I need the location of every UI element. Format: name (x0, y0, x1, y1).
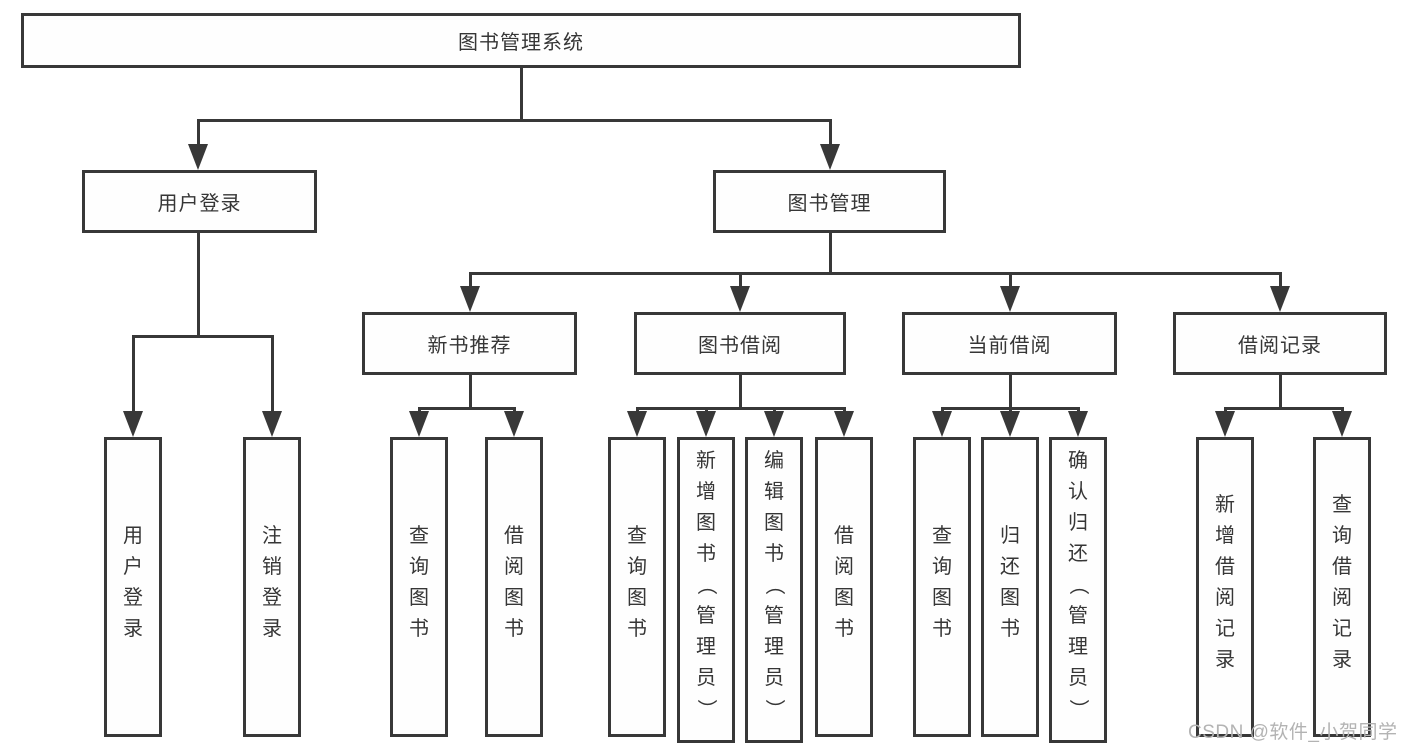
connector-stem-new-book (469, 272, 472, 290)
arrowhead-down-icon (1000, 411, 1020, 437)
connector-new-book-split (418, 407, 516, 410)
leaf-edit-books-admin: 编辑图书（管理员） (745, 437, 803, 743)
arrowhead-down-icon (262, 411, 282, 437)
connector-user-login-trunk (197, 231, 200, 338)
leaf-user-login: 用户登录 (104, 437, 162, 737)
leaf-add-borrow-record: 新增借阅记录 (1196, 437, 1254, 737)
node-borrow-records: 借阅记录 (1173, 312, 1387, 375)
arrowhead-down-icon (834, 411, 854, 437)
node-library-management-system: 图书管理系统 (21, 13, 1021, 68)
arrowhead-down-icon (504, 411, 524, 437)
connector-stem-leaf-logout (271, 335, 274, 415)
connector-stem-book-management (829, 119, 832, 146)
arrowhead-down-icon (1000, 286, 1020, 312)
leaf-borrow-books-recommend: 借阅图书 (485, 437, 543, 737)
leaf-query-books-recommend: 查询图书 (390, 437, 448, 737)
connector-stem-book-borrow (739, 272, 742, 290)
leaf-logout: 注销登录 (243, 437, 301, 737)
arrowhead-down-icon (460, 286, 480, 312)
connector-root-trunk (520, 66, 523, 122)
arrowhead-down-icon (730, 286, 750, 312)
connector-new-book-trunk (469, 373, 472, 410)
connector-borrow-records-trunk (1279, 373, 1282, 410)
arrowhead-down-icon (1332, 411, 1352, 437)
connector-stem-current-borrow (1009, 272, 1012, 290)
arrowhead-down-icon (1068, 411, 1088, 437)
leaf-query-books-borrow: 查询图书 (608, 437, 666, 737)
leaf-query-books-current: 查询图书 (913, 437, 971, 737)
connector-book-borrow-split (636, 407, 846, 410)
node-user-login: 用户登录 (82, 170, 317, 233)
connector-book-borrow-trunk (739, 373, 742, 410)
connector-user-login-split (132, 335, 274, 338)
leaf-return-books: 归还图书 (981, 437, 1039, 737)
arrowhead-down-icon (123, 411, 143, 437)
leaf-query-borrow-record: 查询借阅记录 (1313, 437, 1371, 737)
arrowhead-down-icon (188, 144, 208, 170)
arrowhead-down-icon (932, 411, 952, 437)
arrowhead-down-icon (820, 144, 840, 170)
node-new-book-recommend: 新书推荐 (362, 312, 577, 375)
connector-book-management-split (469, 272, 1282, 275)
node-book-management: 图书管理 (713, 170, 946, 233)
node-current-borrow: 当前借阅 (902, 312, 1117, 375)
connector-book-management-trunk (829, 231, 832, 275)
connector-stem-leaf-user-login (132, 335, 135, 415)
leaf-add-books-admin: 新增图书（管理员） (677, 437, 735, 743)
leaf-borrow-books: 借阅图书 (815, 437, 873, 737)
arrowhead-down-icon (1270, 286, 1290, 312)
connector-current-borrow-trunk (1009, 373, 1012, 410)
arrowhead-down-icon (409, 411, 429, 437)
connector-stem-borrow-records (1279, 272, 1282, 290)
arrowhead-down-icon (1215, 411, 1235, 437)
arrowhead-down-icon (627, 411, 647, 437)
connector-borrow-records-split (1224, 407, 1344, 410)
arrowhead-down-icon (764, 411, 784, 437)
csdn-watermark: CSDN @软件_小贺同学 (1188, 722, 1398, 743)
connector-root-split (197, 119, 832, 122)
connector-stem-user-login (197, 119, 200, 146)
leaf-confirm-return-admin: 确认归还（管理员） (1049, 437, 1107, 743)
arrowhead-down-icon (696, 411, 716, 437)
node-book-borrow: 图书借阅 (634, 312, 846, 375)
